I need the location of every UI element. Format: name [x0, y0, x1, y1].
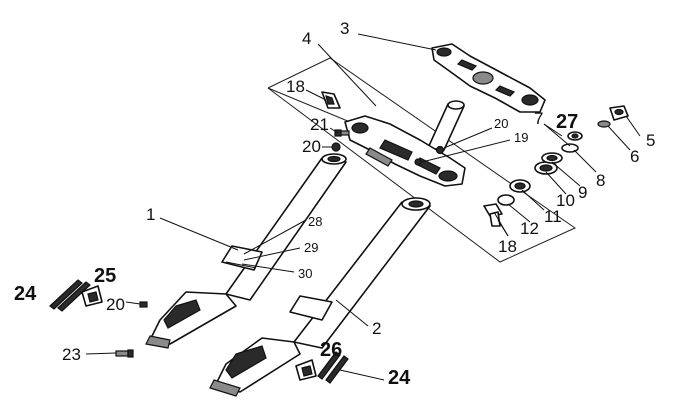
label-26: 26: [320, 339, 342, 361]
label-10: 10: [556, 191, 575, 210]
label-12: 12: [520, 219, 539, 238]
label-4: 4: [302, 29, 311, 48]
part-18-top: [321, 91, 341, 109]
label-23: 23: [62, 345, 81, 364]
upper-triple-clamp: [431, 43, 546, 113]
label-7: 7: [534, 109, 543, 128]
label-20-right: 20: [494, 116, 508, 131]
ring-8: [561, 143, 579, 153]
leader-lines: [85, 33, 641, 381]
washer-6: [597, 120, 611, 128]
label-27: 27: [556, 111, 578, 133]
label-30: 30: [298, 266, 312, 281]
group-outline-inner: [267, 87, 351, 123]
label-6: 6: [630, 147, 639, 166]
bolt-20-bottom: [139, 301, 148, 308]
label-3: 3: [340, 19, 349, 38]
bracket-25: [81, 285, 103, 307]
top-nut-5: [609, 105, 629, 121]
label-29: 29: [304, 240, 318, 255]
label-25: 25: [94, 265, 116, 287]
guard-strip-24-left: [49, 279, 91, 312]
bolt-19: [414, 158, 422, 166]
nut-27: [567, 131, 583, 141]
label-18-top: 18: [286, 77, 305, 96]
lower-triple-clamp: [344, 115, 466, 187]
bolt-23: [115, 349, 134, 358]
bearing-stack: [497, 152, 563, 206]
label-19: 19: [514, 130, 528, 145]
part-18-bottom: [483, 203, 503, 227]
label-24-right: 24: [388, 367, 411, 389]
label-28: 28: [308, 214, 322, 229]
right-fork-leg: [209, 197, 431, 397]
steering-stem: [427, 100, 465, 151]
bolt-20-left: [331, 142, 341, 152]
label-2: 2: [372, 319, 381, 338]
label-11: 11: [544, 207, 562, 226]
label-20-left: 20: [302, 137, 321, 156]
label-9: 9: [578, 183, 587, 202]
label-21: 21: [310, 115, 329, 134]
bracket-26: [295, 359, 317, 381]
label-8: 8: [596, 171, 605, 190]
bolt-20-right: [435, 145, 445, 155]
guard-strip-24-right: [317, 351, 349, 384]
left-fork-leg: [145, 153, 347, 349]
label-24-left: 24: [14, 283, 37, 305]
label-18-bottom: 18: [498, 237, 517, 256]
label-5: 5: [646, 131, 655, 150]
label-20-bottom: 20: [106, 295, 125, 314]
label-1: 1: [146, 205, 155, 224]
